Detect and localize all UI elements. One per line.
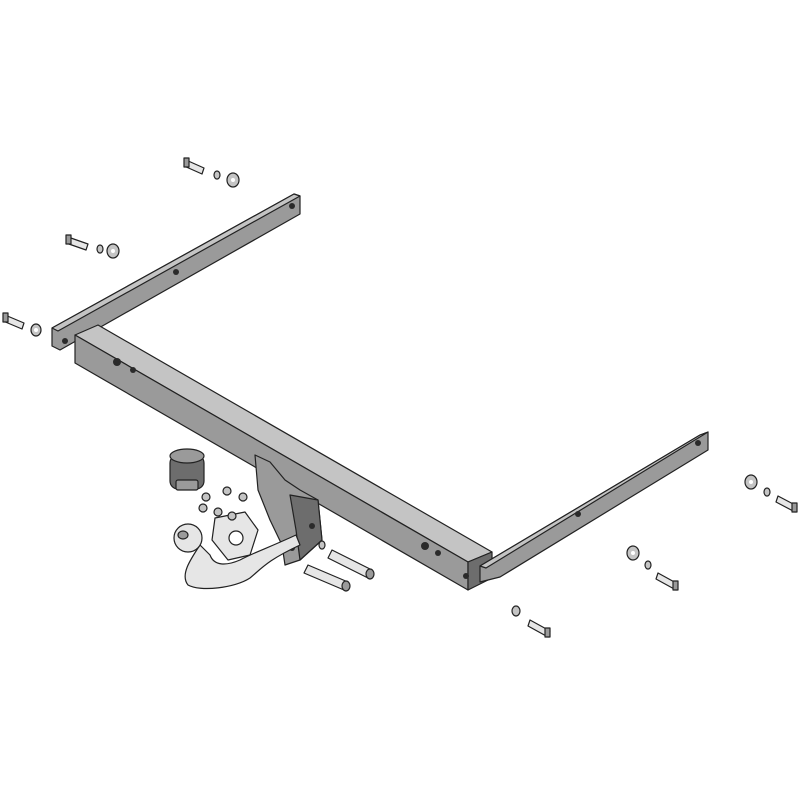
bolt-set-left	[2, 312, 42, 337]
bolt	[327, 549, 375, 580]
socket-fasteners	[198, 486, 248, 521]
bolt-set-right-top	[744, 474, 798, 513]
bolt-set-right-middle	[626, 545, 679, 591]
bracket-bolts	[303, 540, 375, 592]
bolt-set-right-bottom	[511, 605, 551, 638]
nut	[318, 540, 326, 550]
electrical-socket	[169, 448, 205, 491]
bolt	[303, 564, 351, 592]
main-cross-beam	[74, 324, 493, 591]
tow-ball	[173, 511, 301, 590]
ball-mount-bracket	[254, 454, 323, 566]
right-side-arm	[463, 431, 709, 583]
left-side-arm	[51, 193, 301, 351]
bolt-set-top	[183, 157, 240, 188]
bolt-set-middle	[65, 234, 120, 259]
